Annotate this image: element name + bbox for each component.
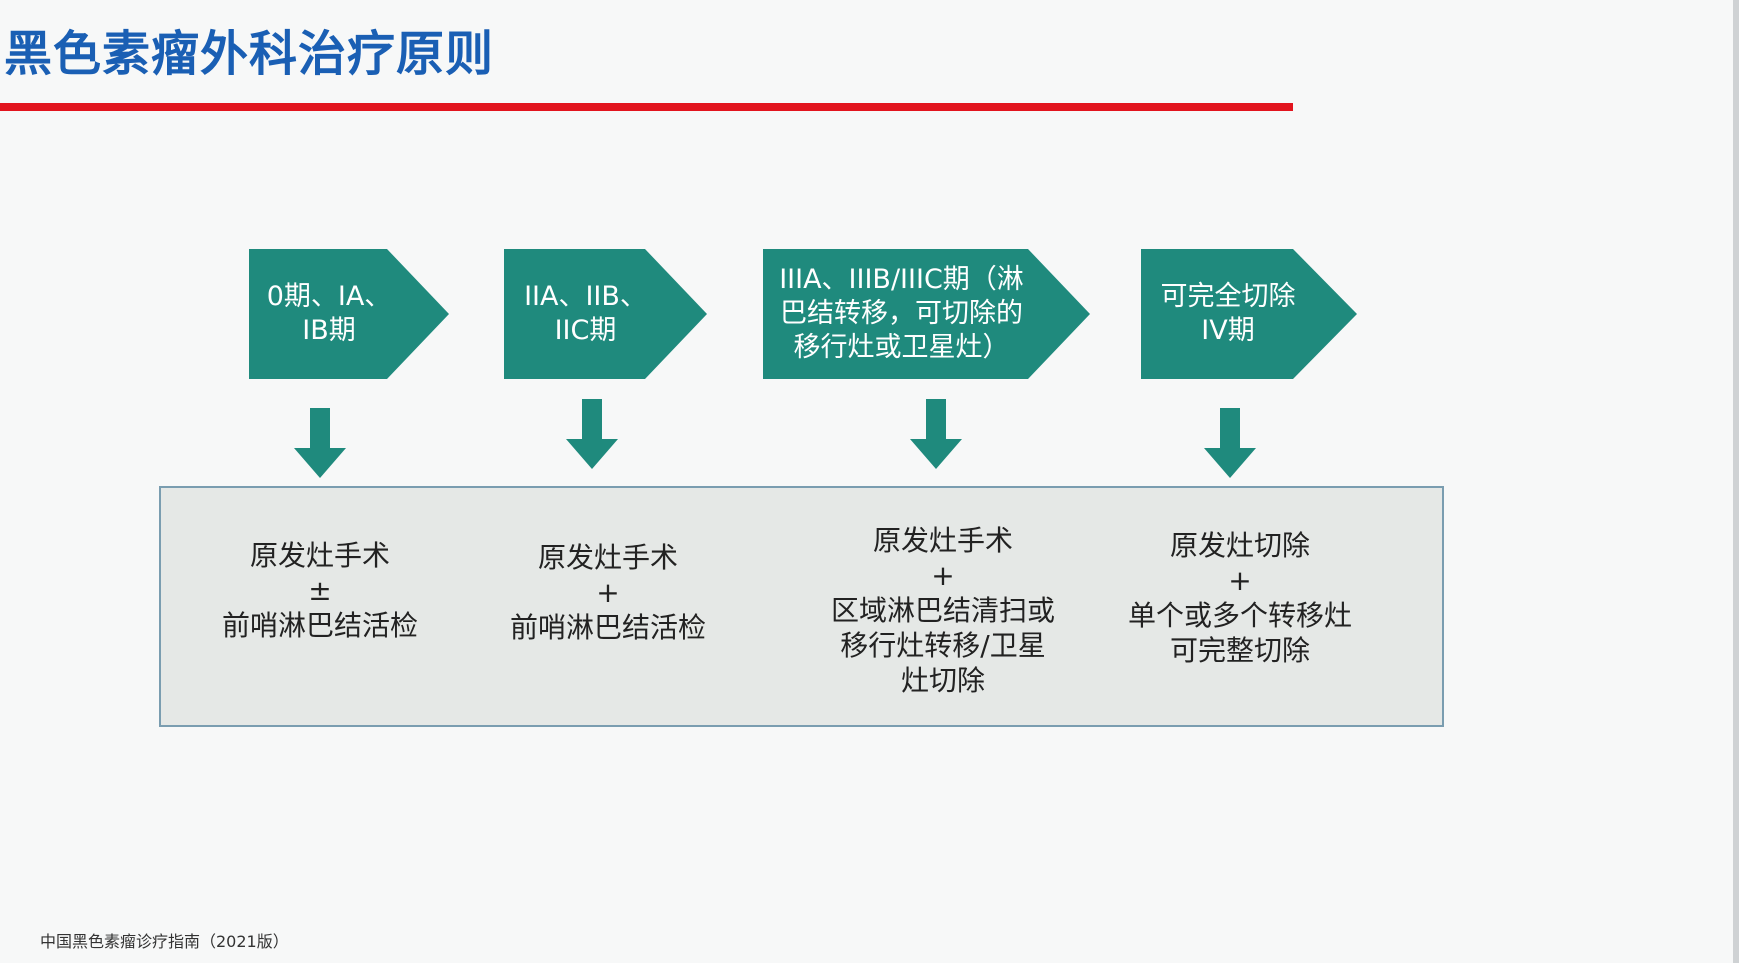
- chevron-shape: [763, 249, 1090, 379]
- stage-label: IIA、IIB、 IIC期: [524, 281, 647, 346]
- treatment-text-3: 原发灶手术 + 区域淋巴结清扫或 移行灶转移/卫星 灶切除: [830, 524, 1055, 697]
- source-footnote: 中国黑色素瘤诊疗指南（2021版）: [40, 932, 289, 951]
- stage-chevron-1: 0期、IA、 IB期: [249, 249, 449, 379]
- down-arrow-icon: [566, 399, 618, 469]
- stage-chevron-4: 可完全切除 IV期: [1141, 249, 1357, 379]
- stage-chevron-3: IIIA、IIIB/IIIC期（淋 巴结转移，可切除的 移行灶或卫星灶）: [763, 249, 1090, 379]
- down-arrow-icon: [294, 408, 346, 478]
- stage-chevron-2: IIA、IIB、 IIC期: [504, 249, 707, 379]
- treatment-box: [159, 486, 1444, 727]
- stage-label: IIIA、IIIB/IIIC期（淋 巴结转移，可切除的 移行灶或卫星灶）: [779, 264, 1024, 363]
- down-arrow-icon: [1204, 408, 1256, 478]
- chevron-shape: [249, 249, 449, 379]
- down-arrow-icon: [910, 399, 962, 469]
- treatment-text-4: 原发灶切除 + 单个或多个转移灶 可完整切除: [1127, 529, 1352, 667]
- treatment-text-1: 原发灶手术 ± 前哨淋巴结活检: [221, 539, 418, 642]
- slide-edge: [1733, 0, 1739, 963]
- chevron-shape: [504, 249, 707, 379]
- title-underline: [0, 103, 1293, 111]
- chevron-shape: [1141, 249, 1357, 379]
- treatment-text-2: 原发灶手术 + 前哨淋巴结活检: [509, 541, 706, 644]
- stage-label: 0期、IA、 IB期: [266, 281, 392, 346]
- slide-title: 黑色素瘤外科治疗原则: [4, 26, 495, 82]
- stage-label: 可完全切除 IV期: [1160, 281, 1296, 346]
